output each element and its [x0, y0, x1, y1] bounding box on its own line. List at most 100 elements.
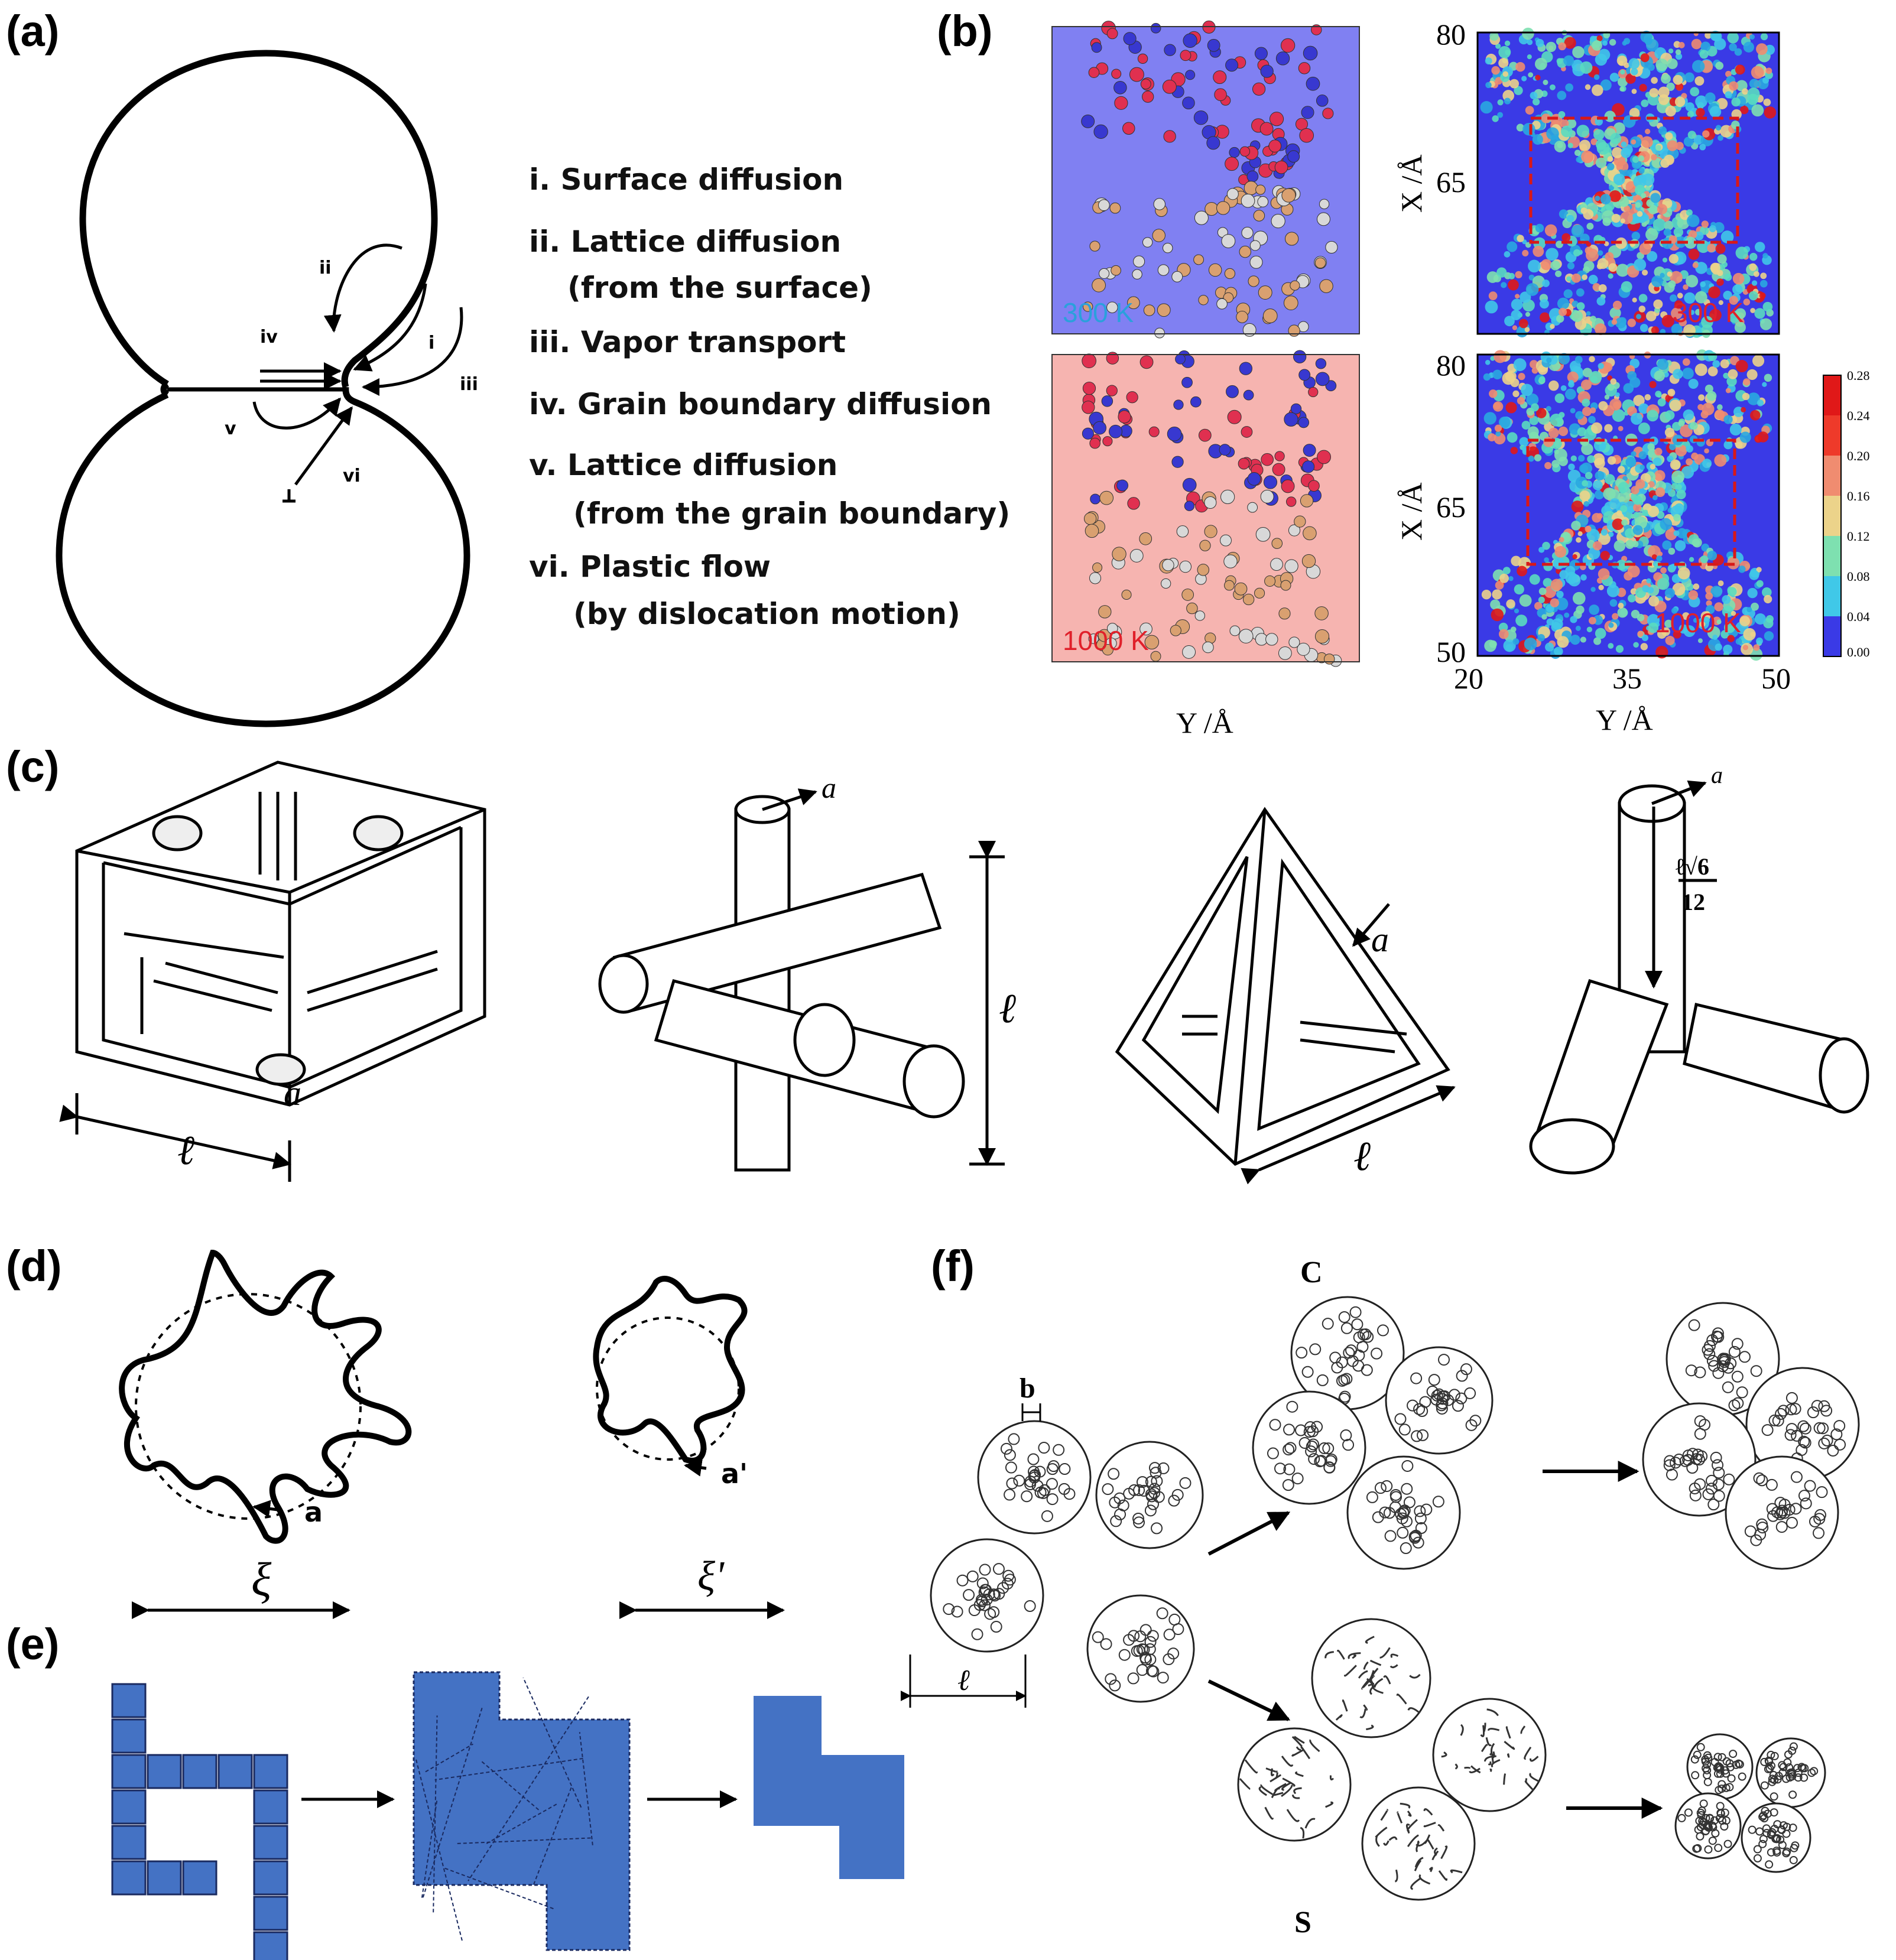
density-cell: [1632, 525, 1643, 535]
density-cell: [1673, 513, 1681, 522]
chain-segment: [1490, 1743, 1495, 1753]
primary-particle: [1128, 1484, 1141, 1496]
primary-particle: [1807, 1406, 1819, 1419]
density-cell: [1709, 106, 1722, 118]
chain-segment: [1423, 1808, 1433, 1816]
density-cell: [1620, 218, 1625, 224]
density-cell: [1563, 289, 1573, 298]
primary-particle: [1339, 1390, 1351, 1403]
density-cell: [1667, 58, 1678, 69]
density-cell: [1657, 629, 1667, 639]
atom: [1207, 38, 1220, 52]
density-cell: [1727, 587, 1737, 597]
density-cell: [1528, 259, 1541, 273]
primary-particle: [1163, 1629, 1176, 1641]
density-cell: [1550, 578, 1563, 591]
primary-particle: [1430, 1393, 1443, 1406]
density-cell: [1699, 50, 1709, 59]
primary-particle: [1789, 1403, 1801, 1415]
primary-particle: [1419, 1396, 1431, 1408]
primary-particle: [1697, 1811, 1706, 1819]
density-cell: [1578, 454, 1585, 462]
density-cell: [1595, 471, 1605, 481]
density-cell: [1543, 578, 1553, 587]
density-cell: [1742, 392, 1750, 401]
primary-particle: [978, 1599, 991, 1611]
chain-segment: [1286, 1809, 1300, 1822]
primary-particle: [1038, 1442, 1050, 1454]
density-cell: [1514, 584, 1524, 594]
lattice-cluster-final: [754, 1696, 904, 1879]
chain-segment: [1281, 1782, 1291, 1791]
density-cell: [1510, 378, 1520, 388]
chain-segment: [1464, 1766, 1471, 1769]
atom: [1319, 199, 1330, 209]
density-cell: [1492, 589, 1502, 600]
density-cell: [1590, 138, 1598, 145]
primary-particle: [1707, 1499, 1720, 1511]
primary-particle: [1804, 1480, 1816, 1492]
primary-particle: [1711, 1829, 1720, 1838]
heat-temp-label-300k: 300 K: [1673, 297, 1744, 328]
density-cell: [1613, 173, 1625, 186]
merged-cluster-line: [481, 1761, 540, 1811]
density-cell: [1638, 403, 1650, 414]
atom: [1311, 24, 1322, 35]
density-cell: [1592, 84, 1603, 96]
chain-segment: [1434, 1847, 1438, 1856]
primary-particle: [1753, 1472, 1765, 1484]
atom: [1220, 534, 1232, 547]
chain-segment: [1486, 1708, 1499, 1717]
density-cell: [1541, 113, 1551, 123]
density-cell: [1581, 443, 1593, 456]
atom: [1284, 412, 1298, 427]
primary-particle: [1414, 1512, 1427, 1525]
density-cell: [1483, 412, 1496, 425]
density-cell: [1654, 285, 1660, 292]
atom: [1226, 385, 1239, 398]
atom: [1139, 355, 1154, 369]
density-cell: [1561, 233, 1571, 242]
density-cell: [1693, 617, 1698, 623]
density-cell: [1542, 541, 1550, 550]
chain-segment: [1358, 1670, 1368, 1679]
chain-segment: [1371, 1683, 1384, 1694]
symbol-xi: ξ: [251, 1554, 272, 1606]
panel-label-d: (d): [6, 1241, 62, 1291]
primary-particle: [1760, 1757, 1769, 1766]
primary-particle: [1705, 1483, 1718, 1495]
density-cell: [1503, 639, 1516, 652]
density-cell: [1572, 45, 1585, 58]
density-cell: [1538, 547, 1545, 553]
chain-segment: [1365, 1636, 1375, 1644]
density-cell: [1538, 596, 1545, 603]
density-cell: [1603, 362, 1613, 372]
chain-segment: [1375, 1835, 1380, 1847]
primary-particle: [1770, 1825, 1779, 1834]
density-cell: [1550, 413, 1563, 427]
density-cell: [1504, 316, 1515, 327]
density-cell: [1535, 38, 1544, 47]
density-cell: [1639, 242, 1651, 255]
chain-segment: [1363, 1661, 1369, 1670]
chain-segment: [1388, 1836, 1398, 1841]
primary-particle: [1100, 1638, 1112, 1650]
chain-segment: [1389, 1664, 1398, 1669]
primary-particle: [1788, 1790, 1797, 1799]
density-cell: [1706, 391, 1717, 401]
density-cell: [1536, 408, 1547, 418]
density-cell: [1687, 110, 1694, 118]
density-cell: [1642, 214, 1649, 222]
density-cell: [1586, 223, 1594, 230]
density-cell: [1595, 139, 1607, 150]
primary-particle: [1291, 1473, 1304, 1485]
atom: [1297, 642, 1310, 656]
density-cell: [1648, 622, 1659, 633]
density-cell: [1598, 584, 1604, 590]
density-cell: [1754, 434, 1762, 443]
atom: [1275, 51, 1290, 66]
primary-particle: [1092, 1631, 1104, 1643]
primary-particle: [1401, 1460, 1414, 1472]
tripod-fraction-denominator: 12: [1681, 889, 1705, 915]
density-cell: [1508, 576, 1514, 581]
